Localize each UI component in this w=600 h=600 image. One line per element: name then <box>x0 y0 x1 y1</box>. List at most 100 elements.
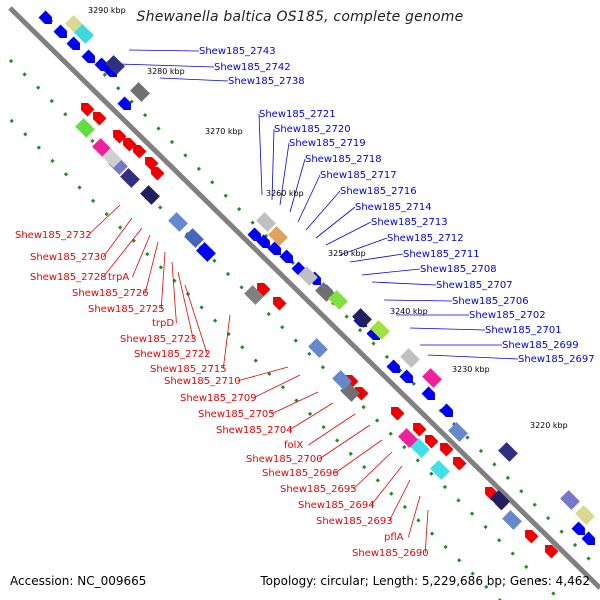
gene-arrow <box>151 167 165 181</box>
genome-backbone <box>8 6 600 590</box>
gene-arrow <box>267 241 281 255</box>
feature-block <box>560 490 580 510</box>
feature-block <box>400 348 420 368</box>
gene-arrow <box>525 530 539 544</box>
gene-label-reverse: Shew185_2728 <box>30 272 107 283</box>
gene-features <box>38 10 595 559</box>
feature-block <box>196 242 216 262</box>
gene-label-reverse: pflA <box>384 532 404 543</box>
feature-block <box>370 320 390 340</box>
gene-arrow <box>581 531 595 545</box>
gene-label-reverse: Shew185_2715 <box>150 364 227 375</box>
gene-arrow <box>386 359 400 373</box>
ruler-label: 3290 kbp <box>88 6 126 15</box>
gene-label-forward: Shew185_2708 <box>420 264 497 275</box>
feature-block <box>352 308 372 328</box>
gene-label-reverse: Shew185_2732 <box>15 230 92 241</box>
gene-arrow <box>439 403 453 417</box>
feature-block <box>74 24 94 44</box>
gene-arrow <box>485 487 499 501</box>
feature-block <box>410 438 430 458</box>
gene-label-reverse: trpD <box>152 318 174 329</box>
gene-arrow <box>399 369 413 383</box>
gene-label-forward: Shew185_2707 <box>436 280 513 291</box>
gene-label-reverse: Shew185_2726 <box>72 288 149 299</box>
feature-block <box>256 212 276 232</box>
gene-label-forward: Shew185_2712 <box>387 233 464 244</box>
gene-label-reverse: Shew185_2722 <box>134 349 211 360</box>
feature-block <box>308 338 328 358</box>
gene-label-forward: Shew185_2718 <box>305 154 382 165</box>
gene-label-reverse: Shew185_2694 <box>298 500 375 511</box>
feature-block <box>120 168 140 188</box>
feature-block <box>102 148 122 168</box>
gene-label-reverse: Shew185_2695 <box>280 484 357 495</box>
feature-block <box>490 490 510 510</box>
gene-arrow <box>93 112 107 126</box>
gene-arrow <box>117 96 131 110</box>
gene-arrow <box>273 297 287 311</box>
gene-label-forward: Shew185_2697 <box>518 354 595 365</box>
feature-block <box>430 460 450 480</box>
gene-label-reverse: Shew185_2696 <box>262 468 339 479</box>
ruler-label: 3260 kbp <box>266 189 304 198</box>
gene-arrow <box>391 407 405 421</box>
gene-arrow <box>145 157 159 171</box>
gene-label-forward: Shew185_2701 <box>485 325 562 336</box>
gene-label-forward: Shew185_2742 <box>214 62 291 73</box>
gene-arrow <box>66 36 80 50</box>
feature-block <box>498 442 518 462</box>
feature-block <box>105 55 125 75</box>
genome-summary-text: Topology: circular; Length: 5,229,686 bp… <box>260 574 590 588</box>
feature-block <box>298 266 318 286</box>
gene-label-reverse: Shew185_2730 <box>30 252 107 263</box>
gene-arrow <box>53 24 67 38</box>
gene-label-forward: Shew185_2699 <box>502 340 579 351</box>
feature-block <box>328 290 348 310</box>
gene-label-forward: Shew185_2706 <box>452 296 529 307</box>
gene-arrow <box>440 443 454 457</box>
feature-block <box>168 212 188 232</box>
feature-block <box>332 370 352 390</box>
ruler-label: 3280 kbp <box>147 67 185 76</box>
feature-block <box>398 428 418 448</box>
gene-label-reverse: Shew185_2700 <box>246 454 323 465</box>
gene-label-reverse: Shew185_2704 <box>216 425 293 436</box>
gene-label-forward: Shew185_2702 <box>469 310 546 321</box>
gene-label-forward: Shew185_2738 <box>228 76 305 87</box>
gene-arrow <box>123 138 137 152</box>
ruler-label: 3230 kbp <box>452 365 490 374</box>
ruler-label: 3250 kbp <box>328 249 366 258</box>
outer-track-lower <box>0 107 502 600</box>
gene-label-reverse: Shew185_2690 <box>352 548 429 559</box>
gene-labels: Shew185_2743Shew185_2742Shew185_2738Shew… <box>15 46 595 559</box>
map-title: Shewanella baltica OS185, complete genom… <box>136 9 464 25</box>
gene-label-reverse: trpA <box>108 272 129 283</box>
gene-arrow <box>421 386 435 400</box>
gene-arrow <box>81 49 95 63</box>
gene-arrow <box>81 103 95 117</box>
gene-arrow <box>38 10 52 24</box>
feature-block <box>422 368 442 388</box>
feature-block <box>184 228 204 248</box>
feature-block <box>130 82 150 102</box>
feature-block <box>244 285 264 305</box>
ruler-labels: 3290 kbp 3280 kbp 3270 kbp 3260 kbp 3250 kbp… <box>88 6 568 430</box>
accession-text: Accession: NC_009665 <box>10 574 147 588</box>
gene-arrow <box>247 227 261 241</box>
feature-block <box>268 226 288 246</box>
gene-label-reverse: Shew185_2709 <box>180 393 257 404</box>
gene-arrow <box>413 423 427 437</box>
gene-arrow <box>133 145 147 159</box>
gene-label-forward: Shew185_2719 <box>289 138 366 149</box>
gene-label-forward: Shew185_2721 <box>259 109 336 120</box>
gene-arrow <box>571 521 585 535</box>
gene-arrow <box>355 387 369 401</box>
ruler-label: 3270 kbp <box>205 127 243 136</box>
gene-label-forward: Shew185_2720 <box>274 124 351 135</box>
gene-arrow <box>545 545 559 559</box>
gene-arrow <box>94 57 108 71</box>
gene-label-forward: Shew185_2714 <box>355 202 432 213</box>
gene-label-reverse: Shew185_2693 <box>316 516 393 527</box>
